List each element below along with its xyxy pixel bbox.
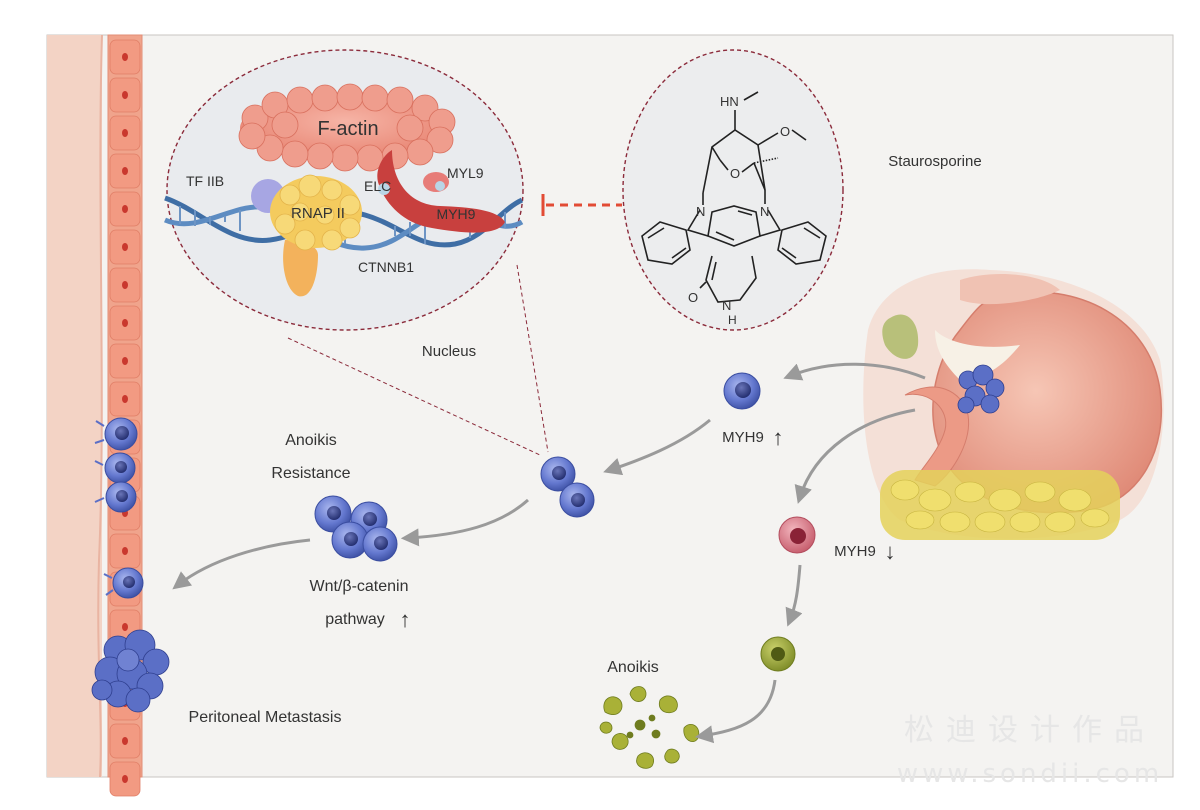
anoikis-label: Anoikis [607,659,659,676]
myh9-low-down-arrow: ↓ [885,539,896,564]
metastatic-tumor [91,629,170,713]
atom-n-right: N [760,204,769,219]
wall-cell-nucleus [122,319,128,327]
staurosporine-label: Staurosporine [888,153,981,170]
zoom-line-right [516,264,549,453]
watermark-chinese: 松迪设计作品 [904,713,1156,748]
actin-monomer [311,84,339,112]
actin-monomer [426,126,454,154]
anoikis-resistance-label-line2: Resistance [271,465,350,482]
arrow-myh9-low-to-apoptotic [785,564,803,627]
actin-monomer [361,84,389,112]
actin-monomer [281,140,309,168]
atom-n-left: N [696,204,705,219]
cell-cluster-detached [540,456,595,518]
wall-cell-nucleus [122,623,128,631]
wall-cell-nucleus [122,205,128,213]
atom-h-lactam: H [728,313,737,327]
cell-myh9-low [778,516,816,554]
myl9-label: MYL9 [447,165,484,181]
staurosporine-atom-labels: HN O O N N O N H [688,94,790,327]
f-actin-label: F-actin [317,118,378,140]
elc-label: ELC [364,178,391,194]
atom-n-lactam: N [722,298,731,313]
actin-monomer [386,86,414,114]
atom-o-ring: O [730,166,740,181]
zoom-line-left [287,337,541,456]
wall-cell-nucleus [122,91,128,99]
arrow-stomach-to-myh9-high [783,362,926,381]
stomach-illustration [863,269,1164,540]
actin-monomer [396,114,424,142]
wall-cell-nucleus [122,357,128,365]
wall-cell-nucleus [122,281,128,289]
wnt-pathway-label-line1: Wnt/β-catenin [309,578,408,595]
actin-monomer [306,142,334,170]
elc-subunit [378,181,445,195]
actin-monomer [271,111,299,139]
watermark-url: www.sondii.com [897,759,1163,789]
wall-cell-nucleus [122,167,128,175]
nucleus-label: Nucleus [422,343,476,360]
anoikis-resistance-label-line1: Anoikis [285,432,337,449]
actin-monomer [336,83,364,111]
arrow-apoptotic-to-anoikis [694,679,777,744]
arrow-stomach-to-myh9-low [794,408,916,504]
atom-o-carbonyl: O [688,290,698,305]
cell-cluster-anoikis-resistant [314,495,398,562]
wall-cell-nucleus [122,775,128,783]
arrow-cluster-to-resistance [400,498,529,547]
flow-arrows [172,362,926,744]
tf-iib-label: TF IIB [186,173,224,189]
wall-cell-nucleus [122,395,128,403]
myh9-high-label: MYH9 [722,429,764,446]
myh9-protein [377,150,505,233]
arrow-resistance-to-wall [172,538,311,590]
actin-monomer [238,122,266,150]
wall-cell-nucleus [122,129,128,137]
cell-apoptotic [760,636,796,672]
myh9-protein-label: MYH9 [437,206,476,222]
wnt-up-arrow: ↑ [400,607,411,632]
atom-hn: HN [720,94,739,109]
myh9-low-label: MYH9 [834,543,876,560]
arrow-myh9-high-to-cluster [603,418,711,476]
peritoneal-metastasis-label: Peritoneal Metastasis [189,709,342,726]
actin-monomer [286,86,314,114]
staurosporine-circle [622,49,844,331]
wall-cell-nucleus [122,737,128,745]
wall-cell-nucleus [122,53,128,61]
cells-adhering-to-wall [94,417,144,599]
wall-cell-nucleus [122,547,128,555]
cell-myh9-high [723,372,761,410]
myh9-high-up-arrow: ↑ [773,425,784,450]
rnap-ii-protein [270,174,362,297]
ctnnb1-label: CTNNB1 [358,259,414,275]
wall-cell-nucleus [122,243,128,251]
atom-o-methoxy: O [780,124,790,139]
actin-monomer [331,144,359,172]
actin-monomer [406,138,434,166]
rnap-ii-label: RNAP II [291,205,345,222]
wnt-pathway-label-line2: pathway [325,611,385,628]
f-actin [238,83,456,172]
staurosporine-structure [641,91,827,303]
